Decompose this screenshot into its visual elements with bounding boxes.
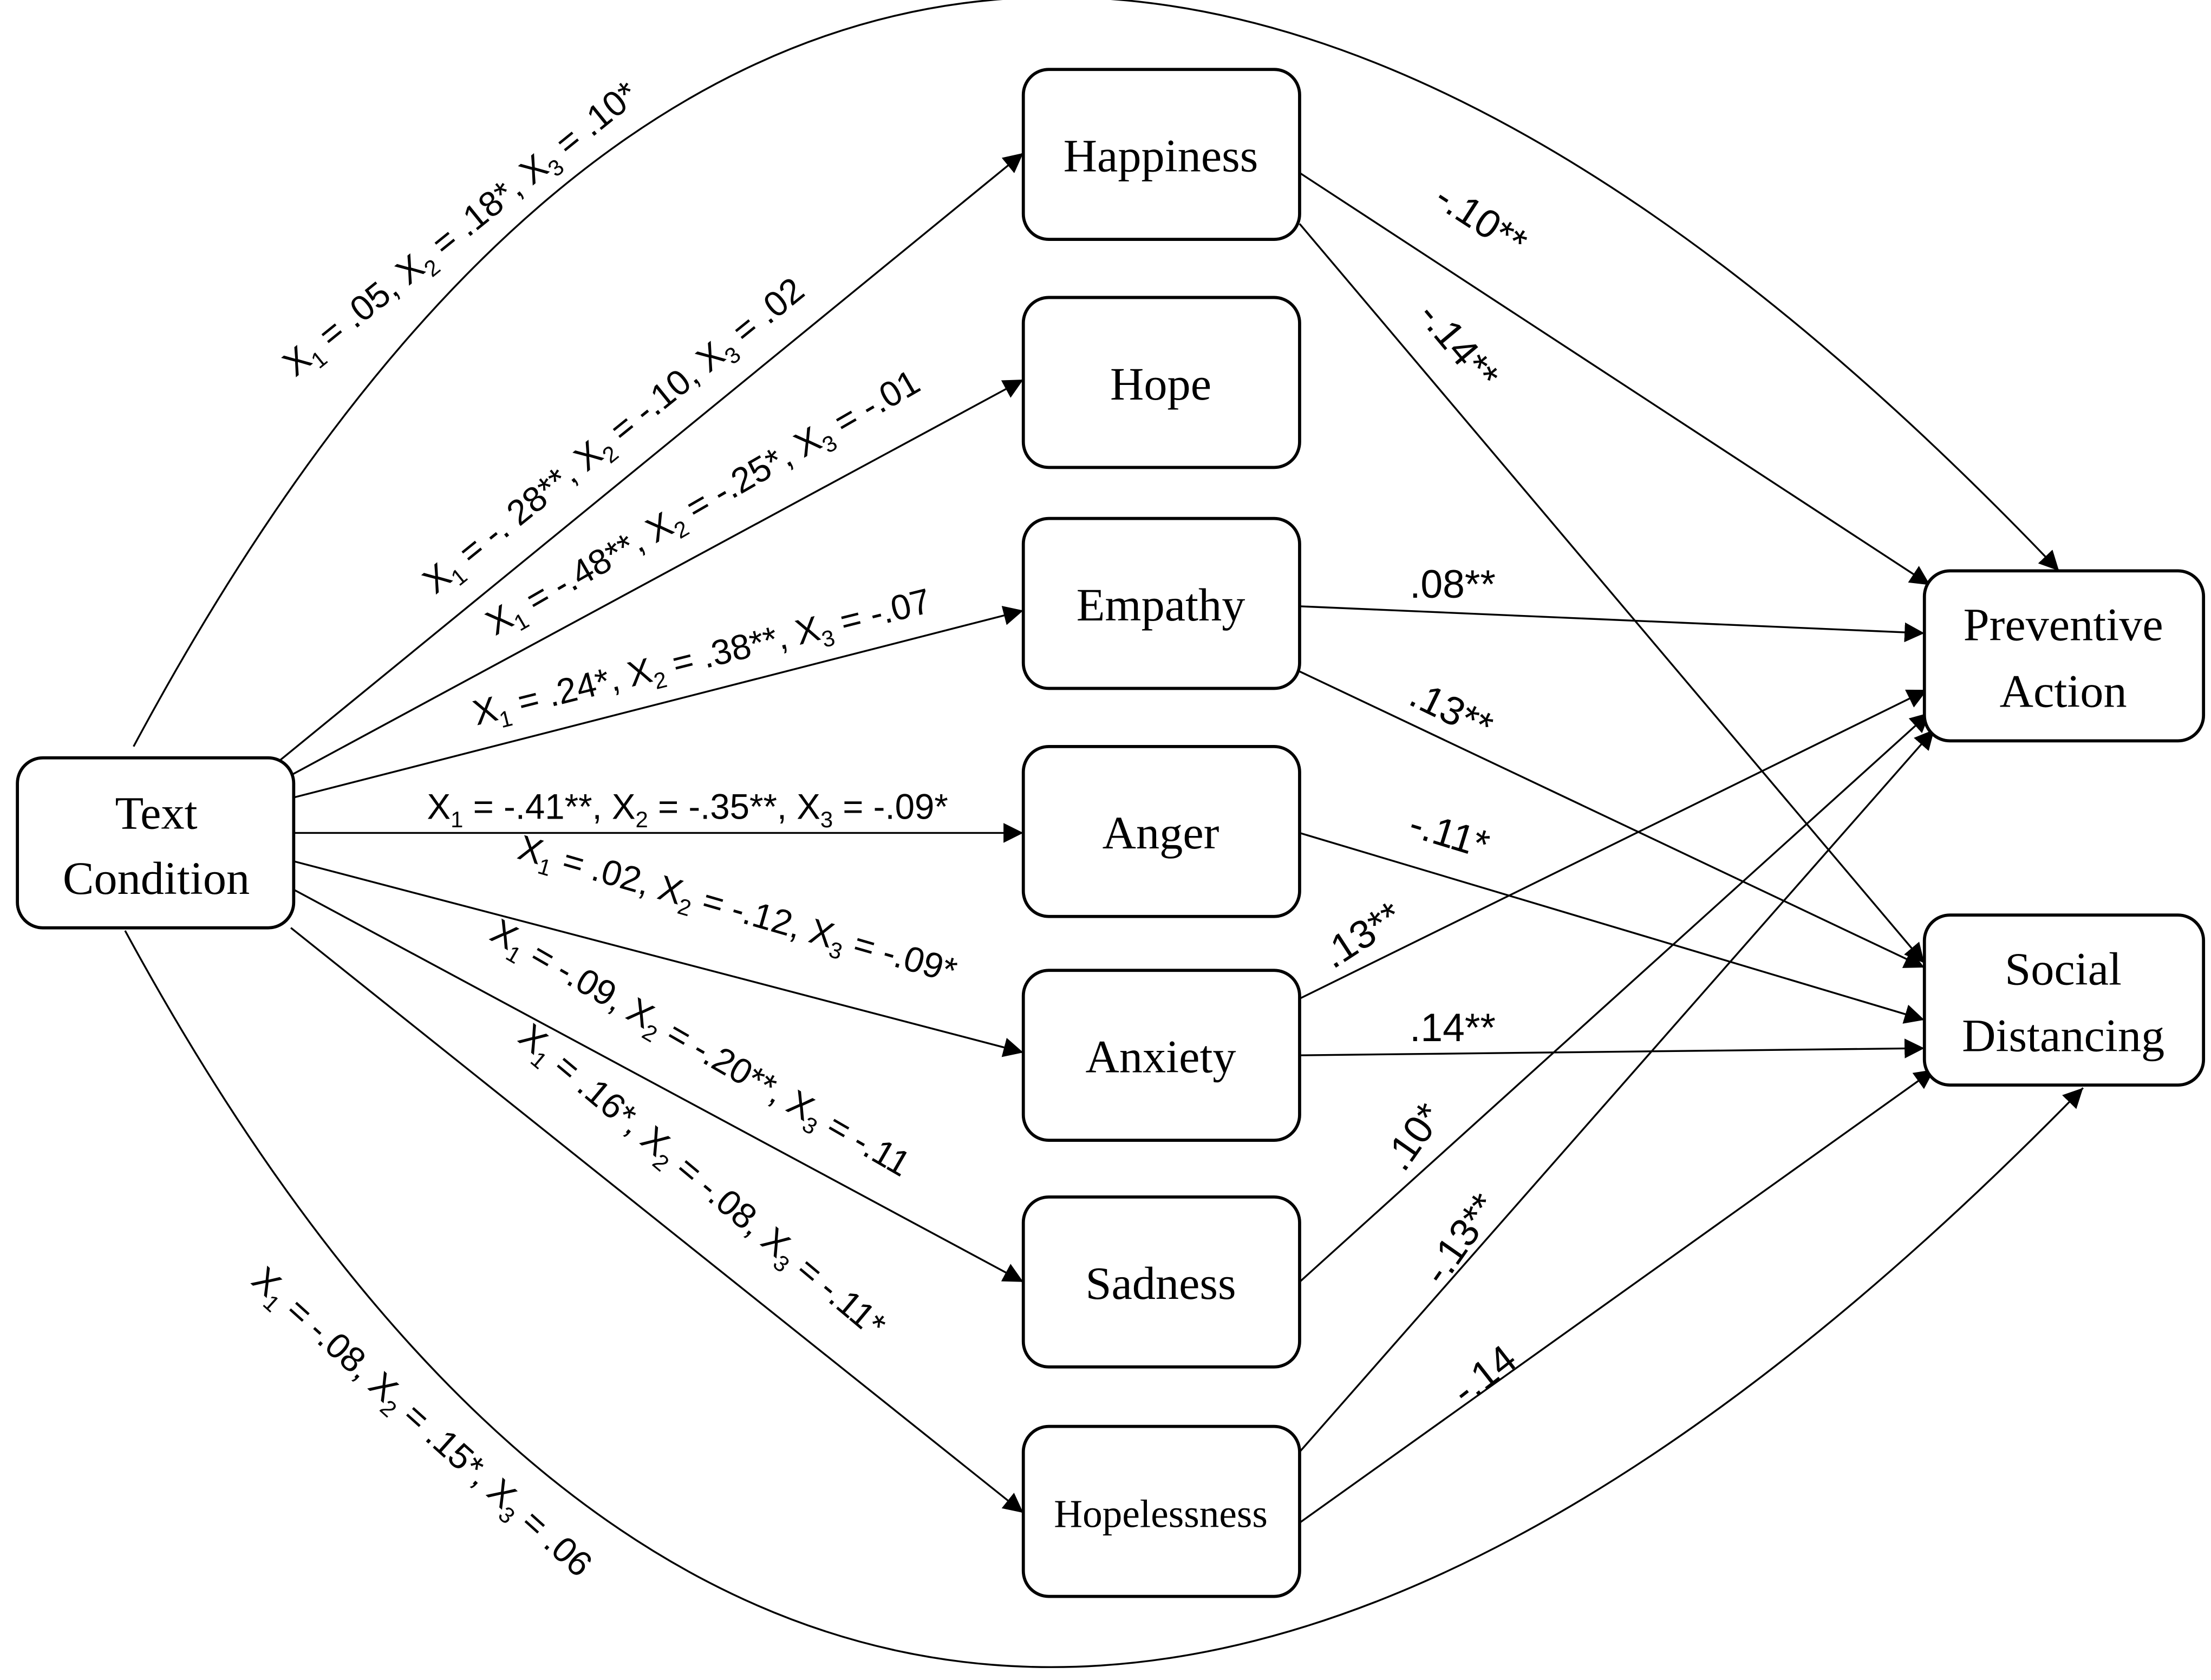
coefficient-value: = -.48**, <box>511 516 659 624</box>
coefficient-value: = -.25*, <box>670 430 807 532</box>
coefficient-value: = -.10, <box>595 349 714 455</box>
variable-subscript: 3 <box>820 807 833 832</box>
node-social-distancing: Social Distancing <box>1922 913 2206 1087</box>
edge-condition-sadness <box>293 888 1024 1283</box>
coefficient-value: = .15*, <box>388 1388 506 1500</box>
edge-hopelessness-preventive <box>1299 729 1935 1453</box>
node-empathy: Empathy <box>1021 517 1301 690</box>
node-label: Condition <box>63 852 250 904</box>
node-label: Social <box>2005 943 2122 995</box>
variable-x: X <box>612 787 636 826</box>
coefficient-value: = -.07 <box>826 581 934 644</box>
coefficient-value: = .05, <box>303 262 413 361</box>
coefficient-value: = -.08, <box>661 1141 779 1250</box>
edge-condition-preventive-action <box>133 0 2060 747</box>
variable-subscript: 2 <box>636 807 648 832</box>
coef-condition-social-direct: X1 = -.08, X2 = .15*, X3 = .06 <box>241 1259 600 1589</box>
edge-condition-empathy <box>293 606 1024 799</box>
node-hope: Hope <box>1021 296 1301 469</box>
edge-condition-hopelessness <box>290 927 1024 1514</box>
variable-x: X <box>469 689 501 733</box>
coefficient-value: = -.41**, <box>463 787 611 826</box>
coef-anger-social: -.11* <box>1404 801 1495 867</box>
edge-empathy-social <box>1299 670 1925 969</box>
node-label: Distancing <box>1962 1009 2164 1061</box>
node-label: Preventive <box>1964 599 2163 651</box>
node-anxiety: Anxiety <box>1021 969 1301 1142</box>
edge-condition-happiness <box>279 152 1024 762</box>
node-text-condition: Text Condition <box>16 756 296 930</box>
variable-x: X <box>427 787 451 826</box>
coefficient-value: = .02, <box>549 838 664 906</box>
coef-condition-anger: X1 = -.41**, X2 = -.35**, X3 = -.09* <box>427 787 948 832</box>
node-label: Anger <box>1103 807 1219 859</box>
edge-condition-anxiety <box>293 860 1024 1057</box>
coefficient-value: = .10* <box>540 73 645 169</box>
node-hopelessness: Hopelessness <box>1021 1424 1301 1598</box>
node-happiness: Happiness <box>1021 68 1301 241</box>
coefficient-value: = -.09* <box>833 787 948 826</box>
node-label: Empathy <box>1077 579 1245 631</box>
coef-anxiety-social: .14** <box>1410 1005 1496 1050</box>
edge-anger-social <box>1299 832 1925 1024</box>
edge-sadness-preventive <box>1299 711 1931 1283</box>
coef-empathy-social: .13** <box>1403 671 1500 749</box>
coefficient-value: = .38**, <box>658 614 801 685</box>
coefficient-value: = -.09* <box>840 921 962 991</box>
outcome-labels: -.10** -.14** .08** .13** -.11* .13** .1… <box>1314 174 1535 1413</box>
coef-sadness-preventive: .10* <box>1375 1095 1452 1179</box>
coef-happiness-preventive: -.10** <box>1427 174 1535 265</box>
node-label: Action <box>2000 665 2127 717</box>
node-label: Text <box>115 787 197 839</box>
node-label: Hope <box>1110 358 1211 410</box>
coefficient-value: = -.01 <box>819 362 927 447</box>
variable-subscript: 1 <box>451 807 463 832</box>
coefficient-value: = -.09, <box>516 930 640 1024</box>
node-label: Happiness <box>1064 130 1258 182</box>
coefficient-value: = -.20**, <box>652 1008 800 1116</box>
variable-x: X <box>797 787 820 826</box>
coefficient-value: = .24*, <box>504 656 633 724</box>
coef-empathy-preventive: .08** <box>1410 562 1496 606</box>
edge-happiness-preventive <box>1299 172 1931 586</box>
edge-hopelessness-social <box>1299 1068 1935 1524</box>
coefficient-value: = -.11* <box>782 1243 893 1345</box>
edge-condition-hope <box>283 378 1024 780</box>
coefficient-value: = -.12, <box>689 878 816 949</box>
edges <box>124 0 2084 1668</box>
node-label: Hopelessness <box>1054 1492 1268 1535</box>
coefficient-value: = -.35**, <box>648 787 797 826</box>
coef-hopelessness-preventive: -.13** <box>1413 1185 1506 1292</box>
node-anger: Anger <box>1021 744 1301 918</box>
edge-empathy-preventive <box>1299 605 1925 643</box>
coefficient-value: = .18*, <box>416 161 537 270</box>
edge-anxiety-social <box>1299 1038 1925 1058</box>
coef-condition-preventive-direct: X1 = .05, X2 = .18*, X3 = .10* <box>275 73 649 388</box>
node-preventive-action: Preventive Action <box>1922 569 2206 743</box>
edge-happiness-social <box>1299 223 1926 964</box>
coefficient-value: = .16*, <box>539 1039 659 1148</box>
coef-hopelessness-social: -.14 <box>1443 1336 1524 1413</box>
node-label: Sadness <box>1085 1257 1236 1309</box>
edge-anxiety-preventive <box>1299 689 1928 1000</box>
edge-condition-social-distancing <box>124 930 2084 1668</box>
coef-anxiety-preventive: .13** <box>1314 893 1410 977</box>
node-label: Anxiety <box>1085 1031 1236 1083</box>
node-sadness: Sadness <box>1021 1195 1301 1369</box>
coefficient-value: = -.11 <box>812 1100 917 1184</box>
coefficient-value: = .02 <box>717 270 812 357</box>
condition-labels: X1 = .05, X2 = .18*, X3 = .10* X1 = -. 2… <box>241 73 962 1589</box>
coefficient-value: = .06 <box>507 1495 600 1584</box>
coef-happiness-social: -.14** <box>1410 293 1508 397</box>
